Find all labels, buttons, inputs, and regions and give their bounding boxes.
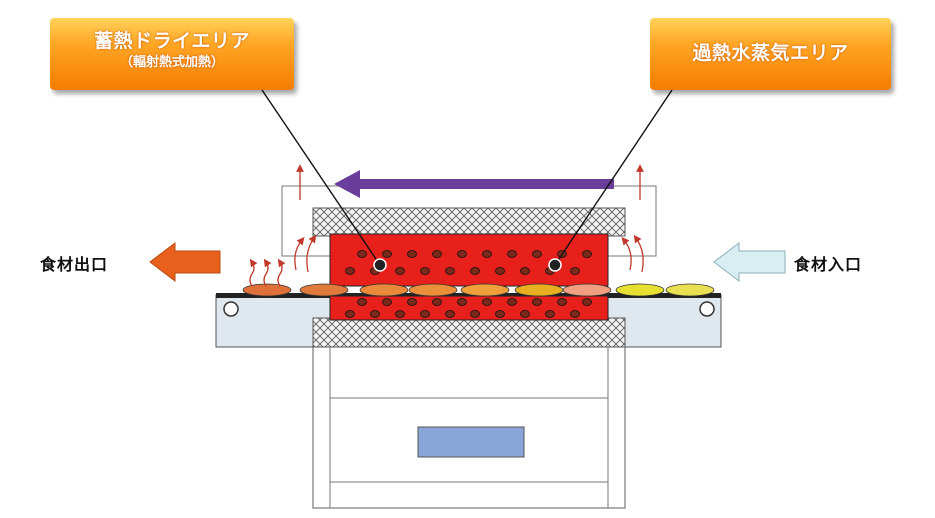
heater-nozzle <box>557 298 567 306</box>
dry-area-title: 蓄熱ドライエリア <box>94 30 250 52</box>
heater-nozzle <box>345 310 355 318</box>
food-plate <box>615 283 665 297</box>
outlet-label: 食材出口 <box>40 255 109 274</box>
heater-nozzle <box>345 267 355 275</box>
heater-nozzle <box>370 310 380 318</box>
outlet-arrow <box>149 241 221 283</box>
food-plate <box>299 283 349 297</box>
conveyor-roller-right <box>699 301 715 317</box>
heater-nozzle <box>357 298 367 306</box>
heater-nozzle <box>570 310 580 318</box>
base-cabinet <box>312 344 626 509</box>
heater-nozzle <box>520 310 530 318</box>
heater-nozzle <box>582 298 592 306</box>
food-plates <box>242 283 715 297</box>
food-plate <box>460 283 510 297</box>
heater-nozzle <box>395 267 405 275</box>
dry-area-label: 蓄熱ドライエリア （輻射熱式加熱） <box>50 18 294 90</box>
heater-nozzle <box>382 298 392 306</box>
heater-nozzle <box>570 267 580 275</box>
dry-area-subtitle: （輻射熱式加熱） <box>119 55 224 70</box>
steam-arrows <box>249 164 644 287</box>
pointer-dot-dry <box>373 258 387 272</box>
heater-nozzles <box>345 250 592 318</box>
upper-heater <box>329 233 609 287</box>
heater-nozzle <box>495 310 505 318</box>
flow-direction-arrow <box>334 170 614 198</box>
upper-housing <box>281 185 657 287</box>
heater-nozzle <box>545 310 555 318</box>
food-plate <box>514 283 564 297</box>
heater-nozzle <box>482 298 492 306</box>
heater-nozzle <box>532 298 542 306</box>
heater-nozzle <box>520 267 530 275</box>
heater-nozzle <box>420 310 430 318</box>
heater-nozzle <box>457 250 467 258</box>
upper-insulation <box>312 207 626 237</box>
control-display <box>417 426 525 458</box>
heater-nozzle <box>407 250 417 258</box>
pointer-dot-steam <box>548 258 562 272</box>
heater-nozzle <box>582 250 592 258</box>
heater-nozzle <box>507 250 517 258</box>
heater-nozzle <box>445 267 455 275</box>
heater-nozzle <box>495 267 505 275</box>
heater-nozzle <box>395 310 405 318</box>
heater-nozzle <box>532 250 542 258</box>
steam-area-label: 過熱水蒸気エリア <box>650 18 891 90</box>
food-plate <box>242 283 292 297</box>
pointer-line-steam <box>554 89 673 266</box>
food-plate <box>408 283 458 297</box>
heater-nozzle <box>420 267 430 275</box>
heater-nozzle <box>457 298 467 306</box>
heater-nozzle <box>482 250 492 258</box>
pointer-line-dry <box>261 89 381 266</box>
conveyor-roller-left <box>223 301 239 317</box>
heater-nozzle <box>445 310 455 318</box>
heater-nozzle <box>382 250 392 258</box>
food-plate <box>359 283 409 297</box>
food-plate <box>665 283 715 297</box>
food-plate <box>562 283 612 297</box>
heater-nozzle <box>407 298 417 306</box>
heater-nozzle <box>470 267 480 275</box>
heater-nozzle <box>357 250 367 258</box>
heater-nozzle <box>432 250 442 258</box>
heater-nozzle <box>507 298 517 306</box>
steam-area-title: 過熱水蒸気エリア <box>692 42 849 64</box>
inlet-arrow <box>713 241 786 283</box>
lower-insulation <box>312 317 626 348</box>
heater-nozzle <box>470 310 480 318</box>
heater-nozzle <box>432 298 442 306</box>
inlet-label: 食材入口 <box>794 255 863 274</box>
